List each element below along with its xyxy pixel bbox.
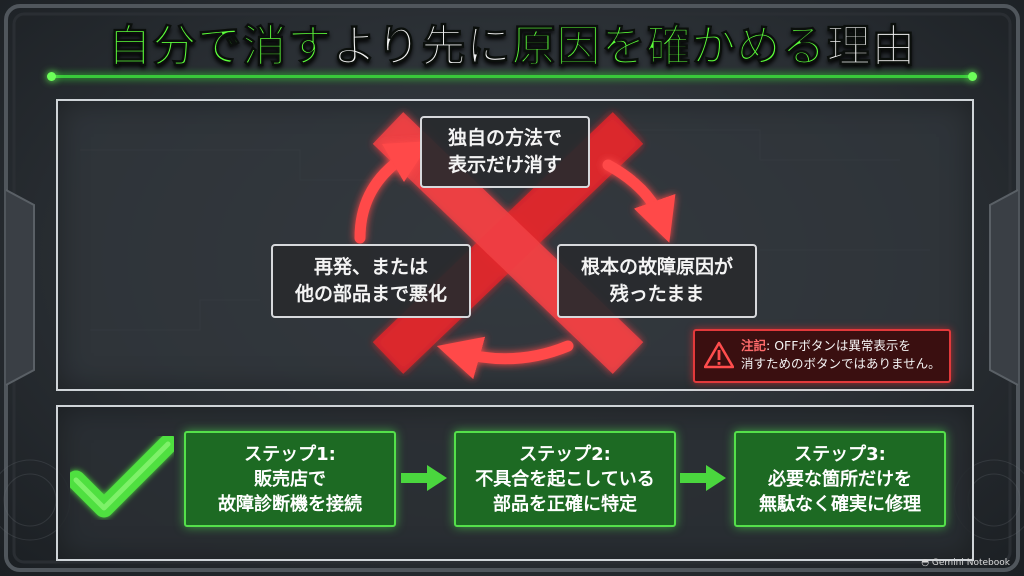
underline-dot-right xyxy=(968,72,977,81)
cycle-arrow-icon xyxy=(354,140,432,244)
cycle-arrow-icon xyxy=(602,159,676,243)
brand-watermark: ◓ Gemini Notebook xyxy=(921,558,1010,568)
cycle-box-right: 根本の故障原因が残ったまま xyxy=(557,244,757,318)
step-card-1: ステップ1:販売店で故障診断機を接続 xyxy=(184,431,396,527)
step-card-2: ステップ2:不具合を起こしている部品を正確に特定 xyxy=(454,431,676,527)
step-card-3: ステップ3:必要な箇所だけを無駄なく確実に修理 xyxy=(734,431,946,527)
cycle-box-left: 再発、または他の部品まで悪化 xyxy=(271,244,471,318)
cycle-arrow-icon xyxy=(436,336,574,380)
warning-icon xyxy=(704,341,734,369)
underline-dot-left xyxy=(47,72,56,81)
note-label: 注記 xyxy=(741,338,767,353)
check-mark-icon xyxy=(70,436,174,518)
arrow-right-icon xyxy=(680,465,726,491)
title-underline xyxy=(52,75,972,78)
note-line1: OFFボタンは異常表示を xyxy=(774,338,911,353)
cycle-box-top: 独自の方法で表示だけ消す xyxy=(420,116,590,188)
caution-note: 注記: OFFボタンは異常表示を 消すためのボタンではありません。 xyxy=(693,329,951,383)
arrow-right-icon xyxy=(401,465,447,491)
page-title: 自分で消すより先に原因を確かめる理由 xyxy=(107,21,917,73)
note-line2: 消すためのボタンではありません。 xyxy=(741,356,941,371)
